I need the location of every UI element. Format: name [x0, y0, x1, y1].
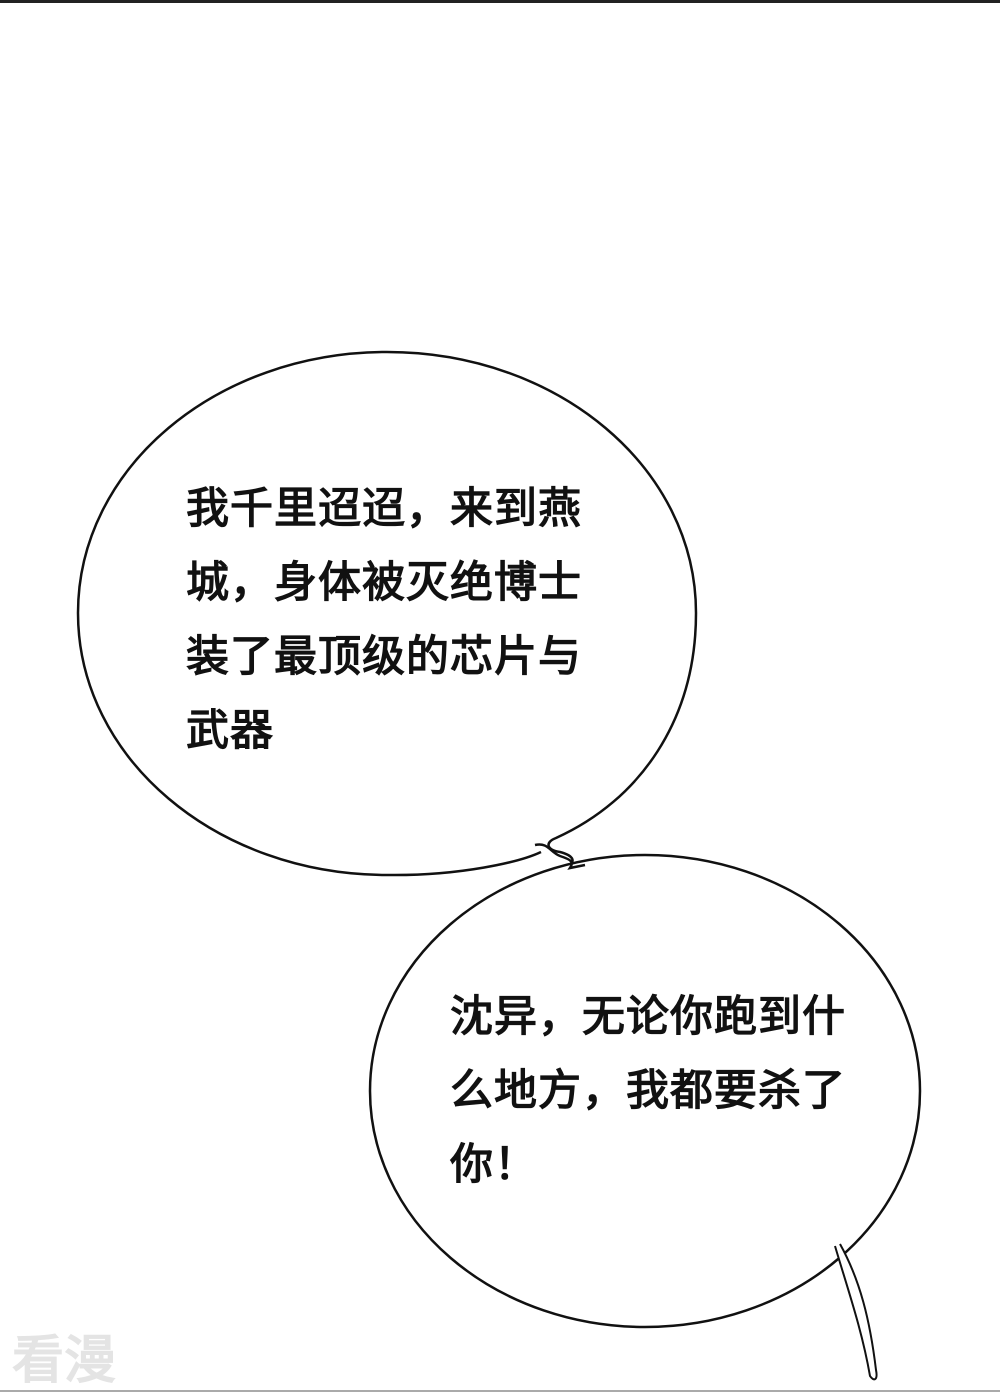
bottom-border — [0, 1390, 1000, 1392]
speech-bubble-2-text: 沈异，无论你跑到什 么地方，我都要杀了 你！ — [450, 980, 846, 1202]
text-line: 武器 — [186, 706, 274, 756]
text-line: 沈异，无论你跑到什 — [450, 992, 846, 1042]
speech-bubble-2-outline — [368, 853, 922, 1329]
text-line: 你！ — [450, 1140, 538, 1190]
bubble-connector — [534, 843, 586, 870]
speech-bubble-1-outline — [76, 350, 698, 877]
watermark: 看漫 — [12, 1331, 117, 1391]
text-line: 城，身体被灭绝博士 — [186, 558, 582, 608]
speech-bubble-1-text: 我千里迢迢，来到燕 城，身体被灭绝博士 装了最顶级的芯片与 武器 — [186, 472, 582, 768]
text-line: 装了最顶级的芯片与 — [186, 632, 582, 682]
text-line: 我千里迢迢，来到燕 — [186, 484, 582, 534]
speech-bubble-2-tail — [834, 1243, 878, 1381]
text-line: 么地方，我都要杀了 — [450, 1066, 846, 1116]
top-border — [0, 0, 1000, 3]
